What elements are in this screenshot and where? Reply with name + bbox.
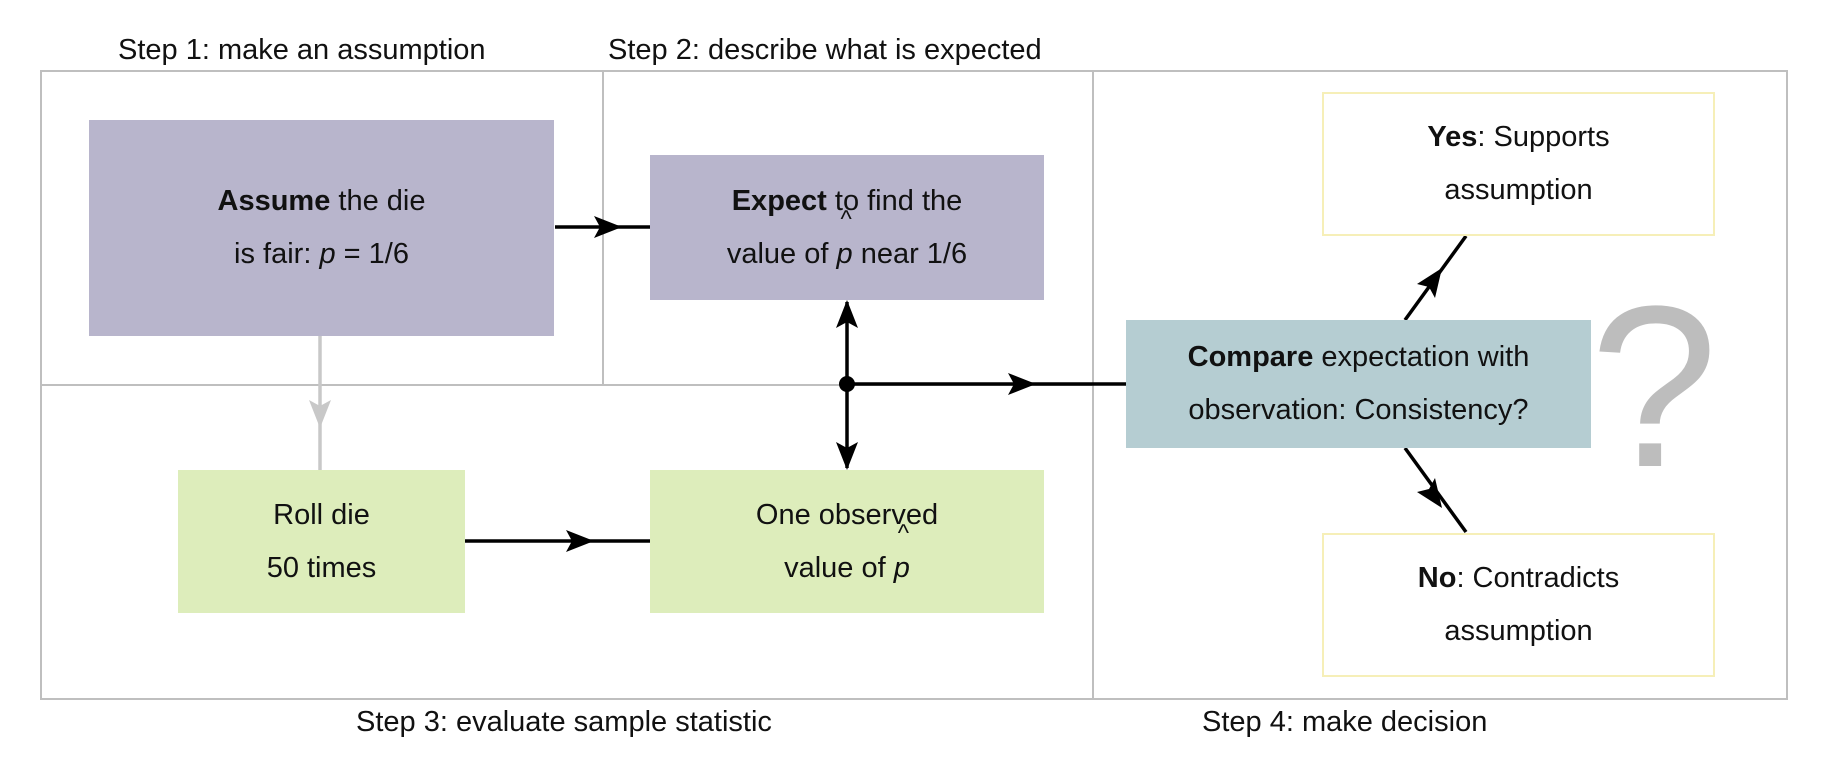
expect-line-2-post: near 1/6 — [852, 237, 968, 270]
question-mark: ? — [1590, 258, 1718, 515]
observed-line-2-pre: value of — [784, 551, 894, 584]
expect-line-2-pre: value of — [726, 237, 837, 270]
observed-variable: p — [893, 551, 910, 584]
yes-box: Yes: Supports assumption — [1322, 92, 1715, 236]
arrowhead-to-observed — [566, 530, 594, 552]
yes-line-1-rest: : Supports — [1477, 121, 1610, 153]
arrowhead-to-compare — [1008, 373, 1036, 395]
expect-box: Expect to find the value of ^p near 1/6 — [650, 155, 1044, 300]
assume-line-2-post: = 1/6 — [335, 238, 409, 270]
assume-line-1-rest: the die — [330, 185, 426, 217]
assume-line-2-pre: is fair: — [234, 238, 320, 270]
expect-p-hat: ^p — [836, 207, 853, 281]
step-1-label: Step 1: make an assumption — [118, 34, 486, 66]
no-line-1: No: Contradicts — [1418, 552, 1619, 605]
expect-hat-symbol: ^ — [840, 205, 852, 233]
expect-line-1-rest: to find the — [826, 184, 963, 217]
assume-variable: p — [319, 238, 336, 270]
assume-line-2: is fair: p = 1/6 — [234, 228, 409, 281]
expect-keyword: Expect — [731, 184, 827, 217]
assume-box: Assume the die is fair: p = 1/6 — [89, 120, 554, 336]
no-line-2: assumption — [1444, 615, 1593, 647]
no-box: No: Contradicts assumption — [1322, 533, 1715, 677]
step-4-label: Step 4: make decision — [1202, 706, 1488, 738]
expect-variable: p — [836, 237, 853, 270]
arrowhead-down-to-observed — [836, 442, 858, 470]
observed-line-2: value of ^p — [784, 521, 910, 595]
expect-line-1: Expect to find the — [732, 175, 963, 228]
assume-keyword: Assume — [217, 185, 331, 217]
no-line-1-rest: : Contradicts — [1456, 562, 1620, 594]
observed-hat-symbol: ^ — [897, 519, 910, 547]
compare-line-1-rest: expectation with — [1313, 341, 1530, 373]
expect-line-2: value of ^p near 1/6 — [726, 207, 968, 281]
divider-top-bottom — [40, 384, 1092, 386]
arrowhead-to-no — [1417, 478, 1442, 508]
compare-keyword: Compare — [1187, 341, 1314, 373]
roll-line-1: Roll die — [273, 498, 370, 531]
compare-box: Compare expectation with observation: Co… — [1126, 320, 1591, 448]
compare-line-2: observation: Consistency? — [1188, 394, 1529, 426]
roll-line-2: 50 times — [266, 551, 377, 584]
arrowhead-up-to-expect — [836, 300, 858, 328]
observed-p-hat: ^p — [893, 521, 910, 595]
roll-box: Roll die 50 times — [178, 470, 465, 613]
step-3-label: Step 3: evaluate sample statistic — [356, 706, 772, 738]
arrowhead-to-expect — [594, 216, 622, 238]
observed-line-1: One observed — [755, 498, 939, 531]
yes-keyword: Yes — [1427, 121, 1478, 153]
assume-line-1: Assume the die — [218, 175, 426, 228]
yes-line-1: Yes: Supports — [1427, 111, 1609, 164]
arrowhead-to-yes — [1417, 268, 1442, 298]
no-keyword: No — [1417, 562, 1457, 594]
yes-line-2: assumption — [1444, 174, 1593, 206]
step-2-label: Step 2: describe what is expected — [608, 34, 1042, 66]
observed-box: One observed value of ^p — [650, 470, 1044, 613]
compare-line-1: Compare expectation with — [1188, 331, 1530, 384]
arrowhead-to-roll — [309, 400, 331, 428]
